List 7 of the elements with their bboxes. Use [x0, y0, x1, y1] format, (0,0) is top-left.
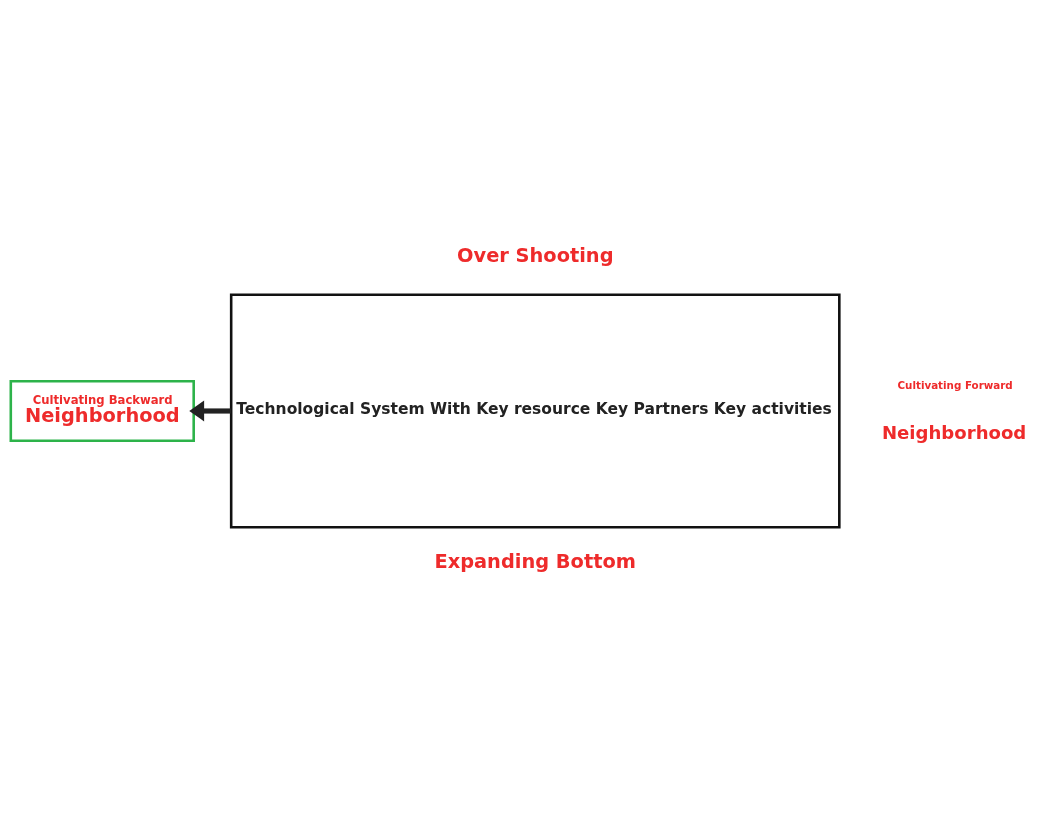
arrow [189, 400, 231, 422]
label: Expanding Bottom [434, 550, 636, 574]
label: Neighborhood [881, 421, 1027, 443]
node-box: Cultivating Backward Neighborhood [9, 379, 195, 443]
label: Cultivating Forward [897, 378, 1013, 391]
label: Over Shooting [457, 244, 614, 268]
node-box: Technological System With Key resource Key Partners Key activities [229, 293, 841, 529]
